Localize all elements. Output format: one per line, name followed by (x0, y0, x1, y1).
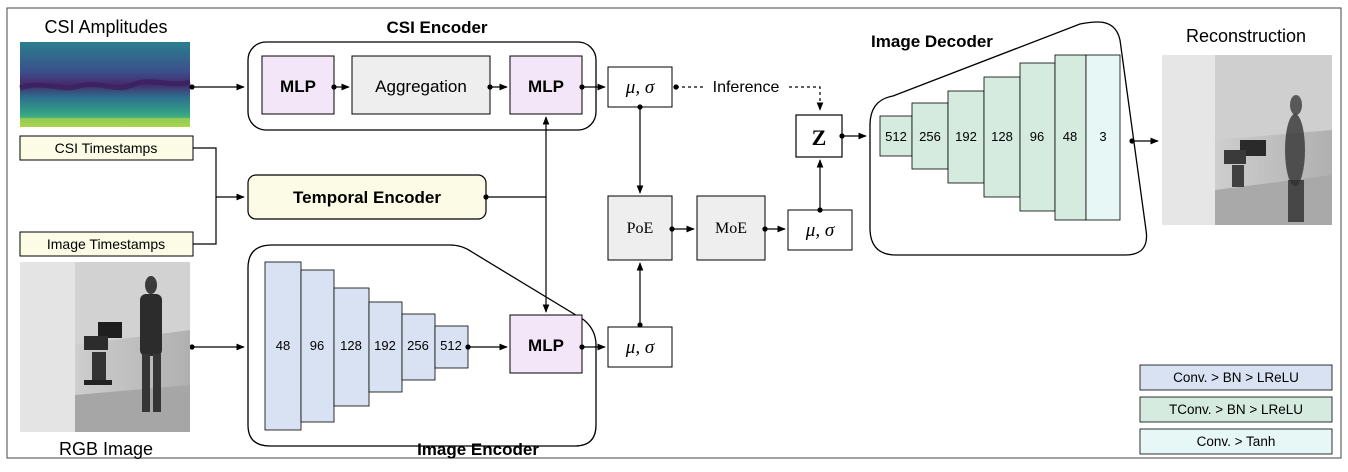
encoder-layers: 48 96 128 192 256 512 (264, 261, 469, 431)
csi-mlp-2: MLP (509, 55, 583, 115)
decoder-layer-512: 512 (885, 129, 907, 144)
decoder-layers: 512 256 192 128 96 48 3 (879, 54, 1121, 221)
reconstruction-image (1162, 55, 1332, 225)
csi-mlp-1: MLP (261, 55, 335, 115)
mu-sigma-image-label: μ, σ (625, 337, 655, 358)
svg-text:TConv. > BN > LReLU: TConv. > BN > LReLU (1169, 402, 1303, 417)
aggregation-label: Aggregation (375, 77, 467, 96)
legend-tconv-bn-lrelu: TConv. > BN > LReLU (1139, 396, 1333, 423)
decoder-layer-192: 192 (955, 129, 977, 144)
encoder-layer-512: 512 (440, 338, 462, 353)
csi-amplitude-image (19, 42, 191, 127)
svg-text:Conv. > BN > LReLU: Conv. > BN > LReLU (1173, 370, 1299, 385)
legend: Conv. > BN > LReLU TConv. > BN > LReLU C… (1139, 364, 1333, 455)
decoder-layer-256: 256 (919, 129, 941, 144)
rgb-image-label: RGB Image (59, 439, 153, 459)
csi-mlp-1-label: MLP (280, 77, 316, 96)
temporal-encoder-box: Temporal Encoder (247, 174, 487, 220)
decoder-layer-128: 128 (991, 129, 1013, 144)
timestamp-merge-lines (193, 147, 245, 245)
image-decoder-title: Image Decoder (871, 32, 993, 51)
image-decoder-group (869, 21, 1148, 256)
mu-sigma-csi-label: μ, σ (625, 77, 655, 98)
image-encoder-title: Image Encoder (417, 440, 539, 459)
csi-amplitudes-label: CSI Amplitudes (44, 17, 167, 37)
encoder-layer-96: 96 (310, 338, 324, 353)
encoder-layer-128: 128 (340, 338, 362, 353)
csi-mlp-2-label: MLP (528, 77, 564, 96)
moe-label: MoE (715, 220, 747, 237)
decoder-layer-3: 3 (1099, 129, 1106, 144)
poe-label: PoE (627, 220, 654, 237)
encoder-layer-256: 256 (407, 338, 429, 353)
mu-sigma-image-box: μ, σ (607, 326, 673, 368)
aggregation-block: Aggregation (351, 55, 491, 115)
figure-border (6, 7, 1342, 459)
image-timestamps-label: Image Timestamps (47, 236, 165, 252)
encoder-layer-192: 192 (374, 338, 396, 353)
csi-encoder-group (247, 41, 597, 131)
csi-timestamps-box: CSI Timestamps (19, 135, 194, 161)
image-encoder-mlp: MLP (509, 314, 583, 374)
image-encoder-group (247, 244, 597, 447)
poe-box: PoE (607, 195, 673, 261)
encoder-layer-48: 48 (276, 338, 290, 353)
reconstruction-label: Reconstruction (1186, 26, 1306, 46)
fusion-arrows (636, 107, 867, 325)
legend-conv-bn-lrelu: Conv. > BN > LReLU (1139, 364, 1333, 391)
rgb-image (20, 262, 190, 432)
temporal-encoder-label: Temporal Encoder (293, 188, 441, 207)
inference-label: Inference (713, 79, 780, 96)
mu-sigma-fused-label: μ, σ (805, 220, 835, 241)
moe-box: MoE (696, 195, 766, 261)
image-timestamps-box: Image Timestamps (19, 231, 194, 257)
mu-sigma-fused-box: μ, σ (787, 209, 853, 251)
image-encoder-mlp-label: MLP (528, 336, 564, 355)
inference-path: Inference (676, 79, 824, 111)
mu-sigma-csi-box: μ, σ (607, 66, 673, 108)
latent-z-box: Z (795, 114, 843, 158)
legend-conv-tanh: Conv. > Tanh (1139, 428, 1333, 455)
decoder-layer-48: 48 (1063, 129, 1077, 144)
csi-encoder-title: CSI Encoder (386, 18, 487, 37)
csi-timestamps-label: CSI Timestamps (55, 140, 158, 156)
decoder-layer-96: 96 (1030, 129, 1044, 144)
svg-text:Conv. > Tanh: Conv. > Tanh (1197, 434, 1276, 449)
latent-z-label: Z (812, 125, 827, 150)
